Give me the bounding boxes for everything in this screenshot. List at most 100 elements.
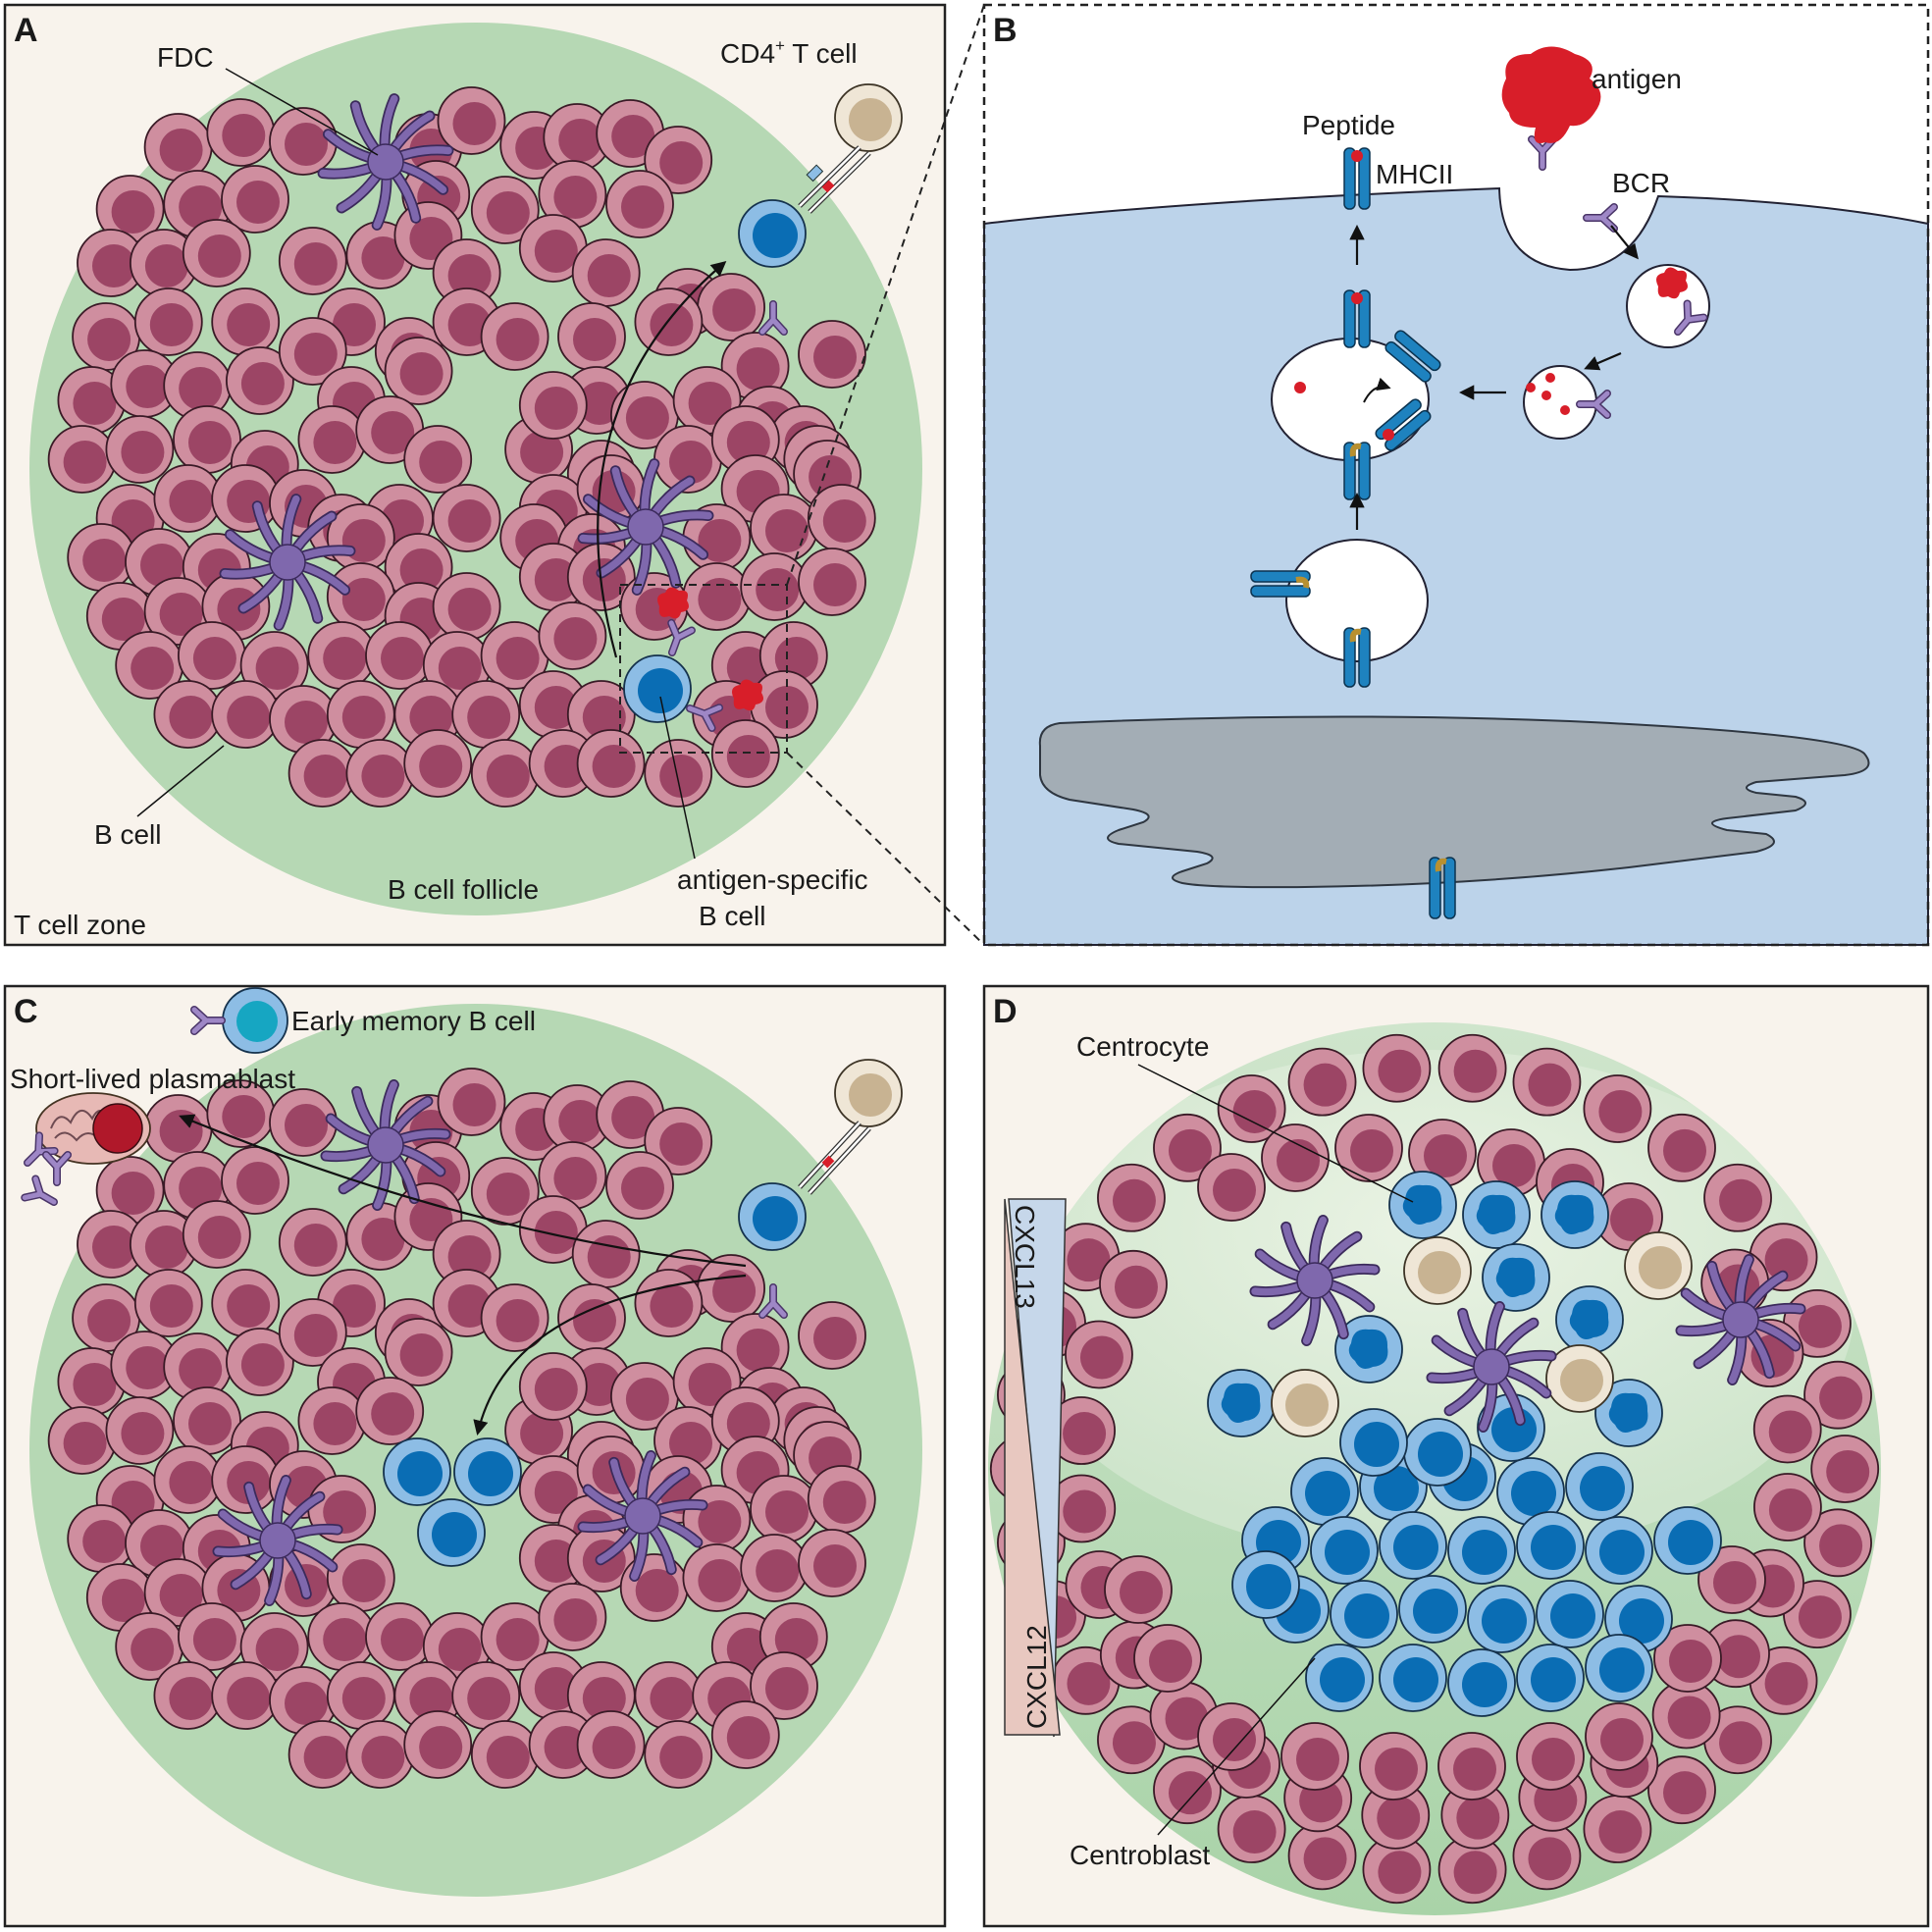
b-cell (437, 1068, 506, 1136)
activated-b-cell (383, 1437, 451, 1506)
centroblast-cell (1290, 1457, 1359, 1526)
b-cell (1153, 1755, 1222, 1825)
centrocyte-cell (1462, 1180, 1531, 1249)
b-cell (1647, 1113, 1716, 1182)
b-cell (326, 562, 395, 631)
b-cell (1099, 1249, 1168, 1319)
b-cell (182, 219, 251, 287)
b-cell (211, 1661, 281, 1730)
centroblast-cell (1379, 1644, 1447, 1712)
b-cell (1437, 1033, 1507, 1103)
b-cell (605, 170, 674, 238)
b-cell (610, 381, 679, 449)
b-cell (710, 719, 780, 788)
b-cell (518, 543, 588, 611)
centroblast-cell (1231, 1550, 1300, 1619)
b-cell (278, 1298, 347, 1367)
b-cell (1752, 1394, 1822, 1464)
b-cell (720, 1313, 790, 1382)
b-cell (221, 165, 289, 234)
mhcii-surface (1343, 147, 1371, 210)
b-cell (1197, 1153, 1266, 1222)
b-cell (143, 113, 213, 182)
early-memory-b-cell-label: Early memory B cell (291, 1006, 536, 1036)
centroblast-cell (1585, 1516, 1653, 1585)
b-cell (278, 1208, 347, 1277)
b-cell (480, 302, 549, 371)
b-cell (1653, 1624, 1722, 1693)
centroblast-cell (1305, 1644, 1374, 1712)
fdc-cell (219, 494, 356, 631)
b-cell (480, 1283, 549, 1352)
b-cell (1361, 1780, 1431, 1850)
antigen-specific-b-cell (623, 654, 692, 723)
bcr-receptor (667, 618, 696, 656)
centroblast-cell (1379, 1511, 1447, 1580)
b-cell (95, 175, 165, 243)
fdc-leader-line (225, 68, 379, 156)
b-cell (1097, 1705, 1166, 1775)
t-cell (1624, 1231, 1693, 1300)
antigen-specific-label-1: antigen-specific (677, 864, 868, 895)
b-cell (384, 337, 453, 405)
bcr-label: BCR (1612, 168, 1670, 198)
b-cell (634, 1661, 704, 1730)
b-cell (225, 1328, 294, 1396)
b-cell (269, 1088, 338, 1157)
antibody (21, 1175, 58, 1206)
b-cell (750, 1475, 818, 1543)
b-cell (47, 1406, 117, 1475)
antibody (42, 1151, 72, 1186)
centrocyte-cell (1555, 1285, 1624, 1354)
b-cell (211, 1445, 281, 1514)
b-cell (697, 273, 765, 341)
centrocyte-cell (1388, 1171, 1457, 1239)
b-cell (571, 1220, 641, 1288)
b-cell (1334, 1114, 1403, 1182)
b-cell (538, 1583, 607, 1651)
antigen-blob (732, 679, 763, 711)
b-cell (269, 1666, 338, 1735)
b-cell (518, 214, 588, 283)
b-cell (206, 1079, 276, 1148)
b-cell (307, 1602, 377, 1671)
tcr-domain (806, 164, 824, 183)
panel-c-letter: C (14, 993, 38, 1030)
b-cell (1512, 1047, 1582, 1117)
b-cell (77, 1210, 145, 1279)
b-cell (653, 425, 722, 494)
b-cells-group-a (47, 86, 876, 808)
b-cell (384, 533, 453, 601)
b-cell (682, 562, 752, 631)
cxcl12-label: CXCL12 (1021, 1625, 1052, 1729)
fdc-cell (1675, 1254, 1806, 1385)
panel-b-details (1250, 135, 1708, 919)
b-cell (77, 229, 145, 297)
fdc-label: FDC (157, 42, 214, 73)
b-cell (1437, 1732, 1506, 1801)
mhcii-clip (1343, 627, 1371, 688)
b-cell (750, 1651, 818, 1720)
activated-b-cell (738, 199, 807, 268)
antigen-blob (657, 587, 689, 619)
b-cell (95, 1156, 165, 1225)
b-cell (451, 1661, 521, 1730)
b-cell (326, 503, 395, 572)
panel-d-letter: D (993, 993, 1018, 1030)
plasmablast-arrow (179, 1114, 747, 1268)
cxcl12-gradient (1004, 1198, 1061, 1736)
centroblast-cell (1585, 1634, 1653, 1702)
b-cell (177, 1602, 246, 1671)
b-cell (644, 1107, 713, 1175)
b-cell (518, 371, 588, 440)
centrocyte-label: Centrocyte (1076, 1031, 1209, 1062)
fdc-cell (320, 1079, 451, 1211)
centroblast-cell (1516, 1511, 1585, 1580)
b-cell (115, 1612, 184, 1681)
b-cell (798, 548, 866, 616)
b-cell (326, 680, 395, 749)
b-cell (1703, 1163, 1772, 1232)
b-cell (1585, 1702, 1653, 1771)
panel-b-letter: B (993, 12, 1018, 49)
